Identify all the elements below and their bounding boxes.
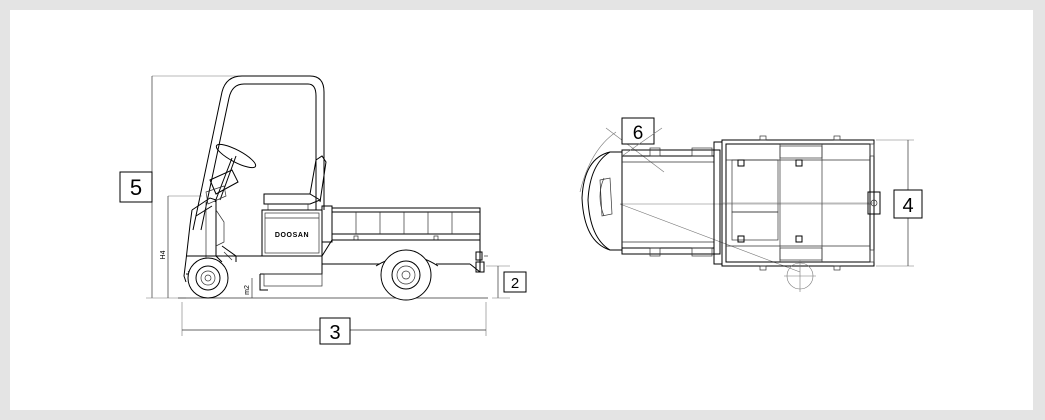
- dimension-6-label: 6: [633, 123, 644, 144]
- seat: [263, 155, 327, 210]
- bulkhead: [713, 141, 723, 265]
- drawing-panel: 5 H4 m2: [10, 10, 1033, 410]
- rear-wheel: [375, 249, 439, 301]
- m2-label: m2: [244, 285, 251, 295]
- dimension-4-width: 4: [876, 139, 923, 267]
- steering: [205, 143, 257, 205]
- dimension-3-length: 3: [181, 302, 487, 345]
- dimension-6-box: [621, 117, 655, 145]
- dimension-h4: H4: [160, 195, 202, 298]
- cargo-bed-top: [721, 135, 875, 271]
- side-view: 5 H4 m2: [119, 75, 527, 345]
- dimension-2-hitch: 2: [486, 265, 527, 299]
- overhead-guard: [192, 75, 325, 231]
- dimension-5-height: 5: [119, 75, 242, 299]
- dimension-4-label: 4: [902, 195, 913, 217]
- dimension-5-box: [119, 171, 153, 203]
- top-view: 6: [579, 117, 923, 292]
- dimension-6-turning: 6: [579, 117, 870, 273]
- h4-label: H4: [160, 250, 167, 259]
- rear-wheel-ghost: [784, 260, 816, 292]
- dimension-5-label: 5: [130, 175, 142, 200]
- technical-drawing: 5 H4 m2: [119, 75, 923, 345]
- dimension-m2: m2: [244, 278, 253, 298]
- chassis: [186, 239, 488, 291]
- dimension-3-box: [319, 317, 351, 345]
- cargo-bed: [331, 207, 481, 272]
- operator-deck: [621, 127, 721, 257]
- dimension-2-label: 2: [511, 275, 519, 292]
- front-wheel: [187, 257, 229, 299]
- dimension-3-label: 3: [329, 322, 340, 344]
- dimension-2-box: [503, 271, 527, 293]
- rear-hitch-top: [867, 143, 881, 263]
- brand-text: DOOSAN: [275, 232, 309, 239]
- battery-compartment: DOOSAN: [261, 205, 333, 257]
- front-nose: [581, 151, 622, 251]
- dimension-4-box: [893, 189, 923, 219]
